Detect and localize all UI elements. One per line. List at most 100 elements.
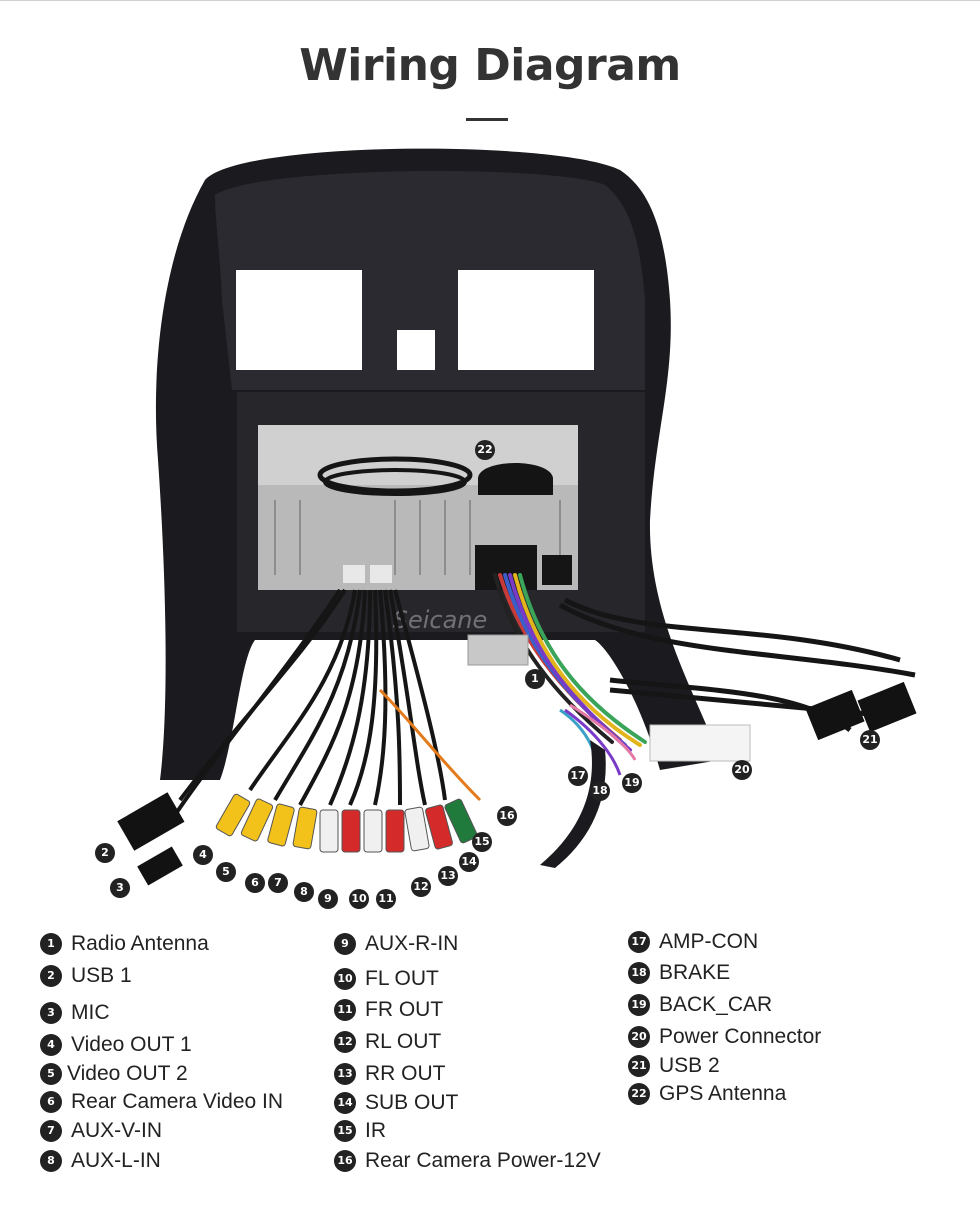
- legend-label: USB 1: [71, 964, 132, 987]
- power-connector: [649, 724, 751, 762]
- legend-item-aux-r-in: 9 AUX-R-IN: [334, 930, 458, 958]
- legend-number: 2: [40, 965, 62, 987]
- legend-label: RL OUT: [365, 1030, 442, 1053]
- legend-label: FR OUT: [365, 998, 444, 1021]
- legend-label: Power Connector: [659, 1025, 822, 1048]
- radio-antenna-connector: [467, 634, 529, 666]
- marker-13: 13: [438, 866, 458, 886]
- marker-5: 5: [216, 862, 236, 882]
- rca-rl-out: [404, 806, 430, 852]
- frame-window-right: [458, 270, 594, 370]
- marker-21: 21: [860, 730, 880, 750]
- legend-label: BACK_CAR: [659, 993, 773, 1016]
- legend-number: 7: [40, 1120, 62, 1142]
- legend-item-gps-antenna: 22 GPS Antenna: [628, 1080, 786, 1108]
- rca-aux-r-in: [341, 809, 361, 853]
- legend-item-video-out-1: 4 Video OUT 1: [40, 1031, 192, 1059]
- marker-1: 1: [525, 669, 545, 689]
- marker-20: 20: [732, 760, 752, 780]
- legend-number: 3: [40, 1002, 62, 1024]
- legend-label: SUB OUT: [365, 1091, 459, 1114]
- legend-item-rl-out: 12 RL OUT: [334, 1028, 441, 1056]
- legend-label: Rear Camera Power-12V: [365, 1149, 601, 1172]
- marker-16: 16: [497, 806, 517, 826]
- legend-item-usb1: 2 USB 1: [40, 962, 132, 990]
- marker-18: 18: [590, 781, 610, 801]
- marker-14: 14: [459, 852, 479, 872]
- legend-number: 19: [628, 994, 650, 1016]
- rca-rear-cam-video: [267, 803, 295, 847]
- rca-video-out-1: [215, 793, 251, 837]
- rca-aux-l-in: [319, 809, 339, 853]
- legend-label: AUX-L-IN: [71, 1149, 161, 1172]
- mic-plug: [137, 846, 183, 886]
- marker-11: 11: [376, 889, 396, 909]
- legend-label: Radio Antenna: [71, 932, 209, 955]
- marker-10: 10: [349, 889, 369, 909]
- gps-cable-coil: [317, 456, 473, 494]
- marker-4: 4: [193, 845, 213, 865]
- legend-number: 22: [628, 1083, 650, 1105]
- watermark: Seicane: [393, 606, 488, 634]
- legend-number: 17: [628, 931, 650, 953]
- gps-antenna-puck: [478, 463, 553, 495]
- legend-number: 16: [334, 1150, 356, 1172]
- legend-label: Rear Camera Video IN: [71, 1090, 284, 1113]
- legend-item-amp-con: 17 AMP-CON: [628, 928, 758, 956]
- rca-fl-out: [363, 809, 383, 853]
- legend-label: BRAKE: [659, 961, 731, 984]
- legend-label: FL OUT: [365, 967, 439, 990]
- legend-label: MIC: [71, 1001, 110, 1024]
- rca-sub-out: [444, 798, 478, 844]
- legend-label: Video OUT 1: [71, 1033, 192, 1056]
- marker-12: 12: [411, 877, 431, 897]
- legend-label: AMP-CON: [659, 930, 759, 953]
- legend-item-fr-out: 11 FR OUT: [334, 996, 443, 1024]
- legend-number: 5: [40, 1063, 62, 1085]
- legend-number: 6: [40, 1091, 62, 1113]
- legend-label: Video OUT 2: [67, 1062, 188, 1085]
- usb2-plug-a: [805, 689, 865, 741]
- legend-label: IR: [365, 1119, 386, 1142]
- top-divider: [0, 0, 980, 1]
- legend-label: GPS Antenna: [659, 1082, 787, 1105]
- marker-6: 6: [245, 873, 265, 893]
- rca-rr-out: [425, 804, 453, 850]
- marker-8: 8: [294, 882, 314, 902]
- frame-window-center: [397, 330, 435, 370]
- legend-number: 4: [40, 1034, 62, 1056]
- legend-label: AUX-V-IN: [71, 1119, 163, 1142]
- legend-label: USB 2: [659, 1054, 720, 1077]
- legend-number: 14: [334, 1092, 356, 1114]
- legend-number: 12: [334, 1031, 356, 1053]
- marker-15: 15: [472, 832, 492, 852]
- legend-item-aux-v-in: 7 AUX-V-IN: [40, 1117, 162, 1145]
- legend-label: AUX-R-IN: [365, 932, 459, 955]
- legend-item-rear-camera-power: 16 Rear Camera Power-12V: [334, 1147, 601, 1175]
- marker-22: 22: [475, 440, 495, 460]
- marker-2: 2: [95, 843, 115, 863]
- usb2-plug-b: [857, 681, 917, 733]
- rca-aux-v-in: [292, 806, 318, 850]
- usb1-plug: [117, 792, 185, 851]
- marker-9: 9: [318, 889, 338, 909]
- legend-number: 11: [334, 999, 356, 1021]
- legend-number: 9: [334, 933, 356, 955]
- legend-label: RR OUT: [365, 1062, 446, 1085]
- legend-number: 20: [628, 1026, 650, 1048]
- legend-item-rear-camera-video-in: 6 Rear Camera Video IN: [40, 1088, 283, 1116]
- marker-17: 17: [568, 766, 588, 786]
- title-underline: [466, 118, 508, 121]
- marker-7: 7: [268, 873, 288, 893]
- rca-fr-out: [385, 809, 405, 853]
- legend-item-mic: 3 MIC: [40, 999, 110, 1027]
- marker-19: 19: [622, 773, 642, 793]
